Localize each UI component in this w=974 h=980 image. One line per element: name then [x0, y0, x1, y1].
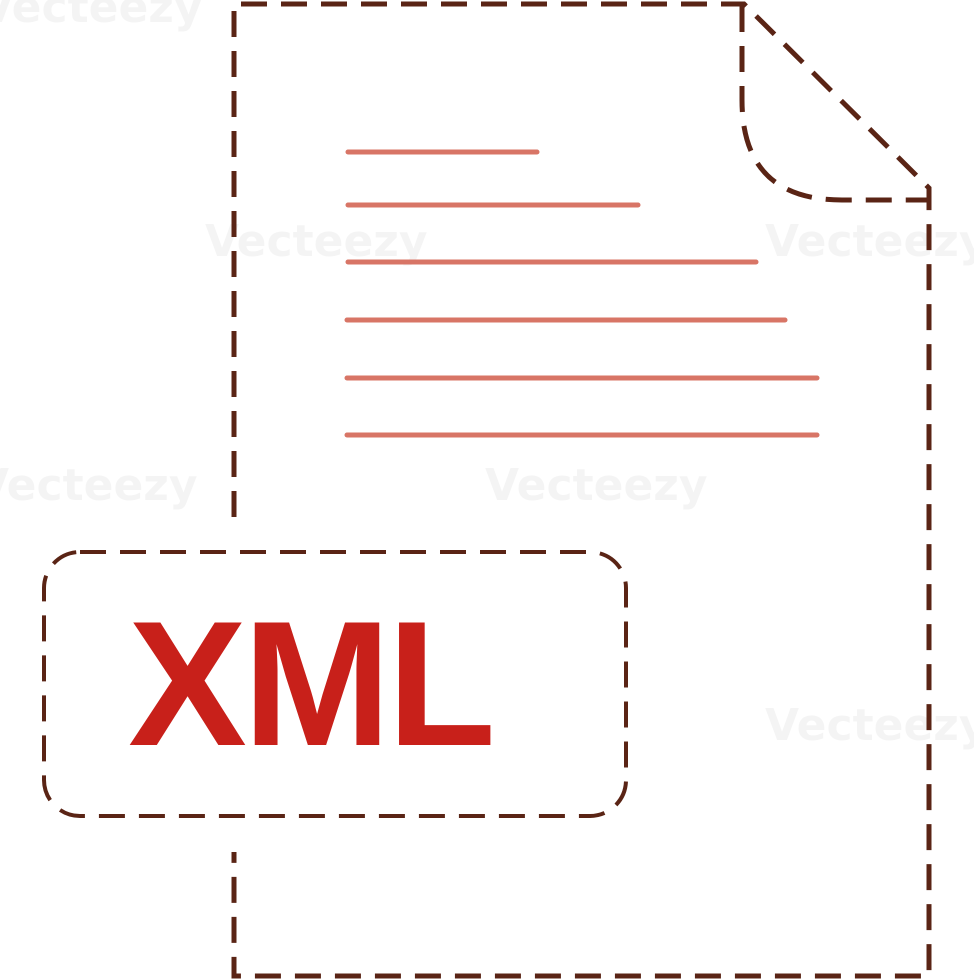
document-outline	[231, 1, 932, 979]
document-text-lines	[344, 149, 820, 438]
page-fold-icon	[739, 6, 929, 203]
file-type-label-box	[42, 550, 628, 818]
file-type-label: XML	[128, 584, 496, 783]
